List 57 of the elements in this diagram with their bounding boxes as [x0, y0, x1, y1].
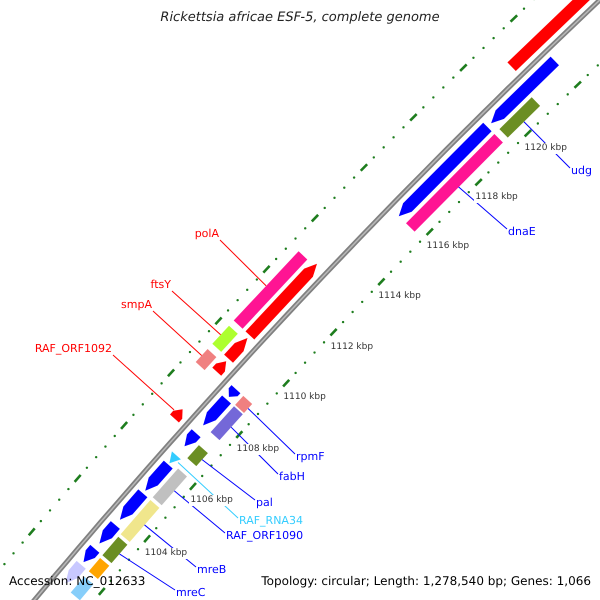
gene-feature	[212, 361, 226, 376]
scale-label: 1104 kbp	[144, 548, 188, 558]
gene-feature	[228, 385, 240, 397]
gene-label: pal	[256, 496, 273, 509]
scale-label: 1114 kbp	[377, 291, 422, 302]
gene-label: mreB	[197, 563, 226, 576]
gene-triangle	[169, 451, 181, 464]
leader-line	[202, 459, 256, 500]
leader-line	[174, 490, 226, 534]
gene-label: polA	[194, 227, 219, 240]
gene-block	[187, 445, 208, 466]
leader-line	[248, 408, 296, 454]
gene-feature	[170, 409, 183, 422]
gene-block	[406, 134, 503, 232]
leader-line	[152, 310, 202, 356]
leader-line	[172, 290, 222, 336]
gene-block	[102, 536, 128, 564]
gene-label: RAF_ORF1090	[226, 529, 304, 542]
gene-label: ftsY	[150, 278, 171, 291]
gene-block	[234, 251, 308, 329]
scale-label: 1110 kbp	[282, 392, 327, 404]
gene-feature	[84, 544, 100, 562]
gene-label: smpA	[121, 298, 152, 311]
gene-label: dnaE	[508, 225, 536, 238]
accession-text: Accession: NC_012633	[9, 575, 146, 588]
gene-block	[120, 500, 160, 542]
leader-line	[220, 240, 267, 286]
gene-feature	[224, 338, 248, 363]
gene-block	[499, 97, 540, 138]
gene-feature	[145, 460, 173, 491]
gene-label: rpmF	[296, 450, 325, 463]
gene-block	[212, 326, 238, 352]
gene-feature	[184, 429, 201, 446]
scale-label: 1112 kbp	[330, 342, 374, 353]
gene-feature	[491, 56, 559, 124]
gene-label: udg	[571, 164, 592, 177]
gene-feature	[203, 396, 231, 426]
leader-line	[118, 553, 176, 590]
scale-label: 1106 kbp	[189, 495, 234, 506]
gene-block	[210, 406, 243, 440]
gene-block	[196, 349, 216, 370]
genome-info-text: Topology: circular; Length: 1,278,540 bp; Genes: 1,066	[261, 575, 591, 588]
gene-label: RAF_RNA34	[239, 514, 303, 527]
gene-label: fabH	[279, 470, 305, 483]
scale-label: 1118 kbp	[474, 192, 519, 203]
scale-label: 1116 kbp	[426, 241, 470, 252]
gene-label: RAF_ORF1092	[34, 342, 112, 355]
gene-feature	[246, 264, 317, 340]
leader-line	[458, 186, 508, 230]
gene-block	[235, 396, 252, 413]
leader-line	[112, 354, 175, 410]
map-title: Rickettsia africae ESF-5, complete genome	[159, 10, 441, 25]
gene-label: mreC	[176, 586, 206, 599]
scale-label: 1108 kbp	[236, 444, 280, 455]
gene-block	[152, 468, 187, 506]
scale-label: 1120 kbp	[524, 143, 568, 154]
gene-feature	[120, 489, 148, 520]
